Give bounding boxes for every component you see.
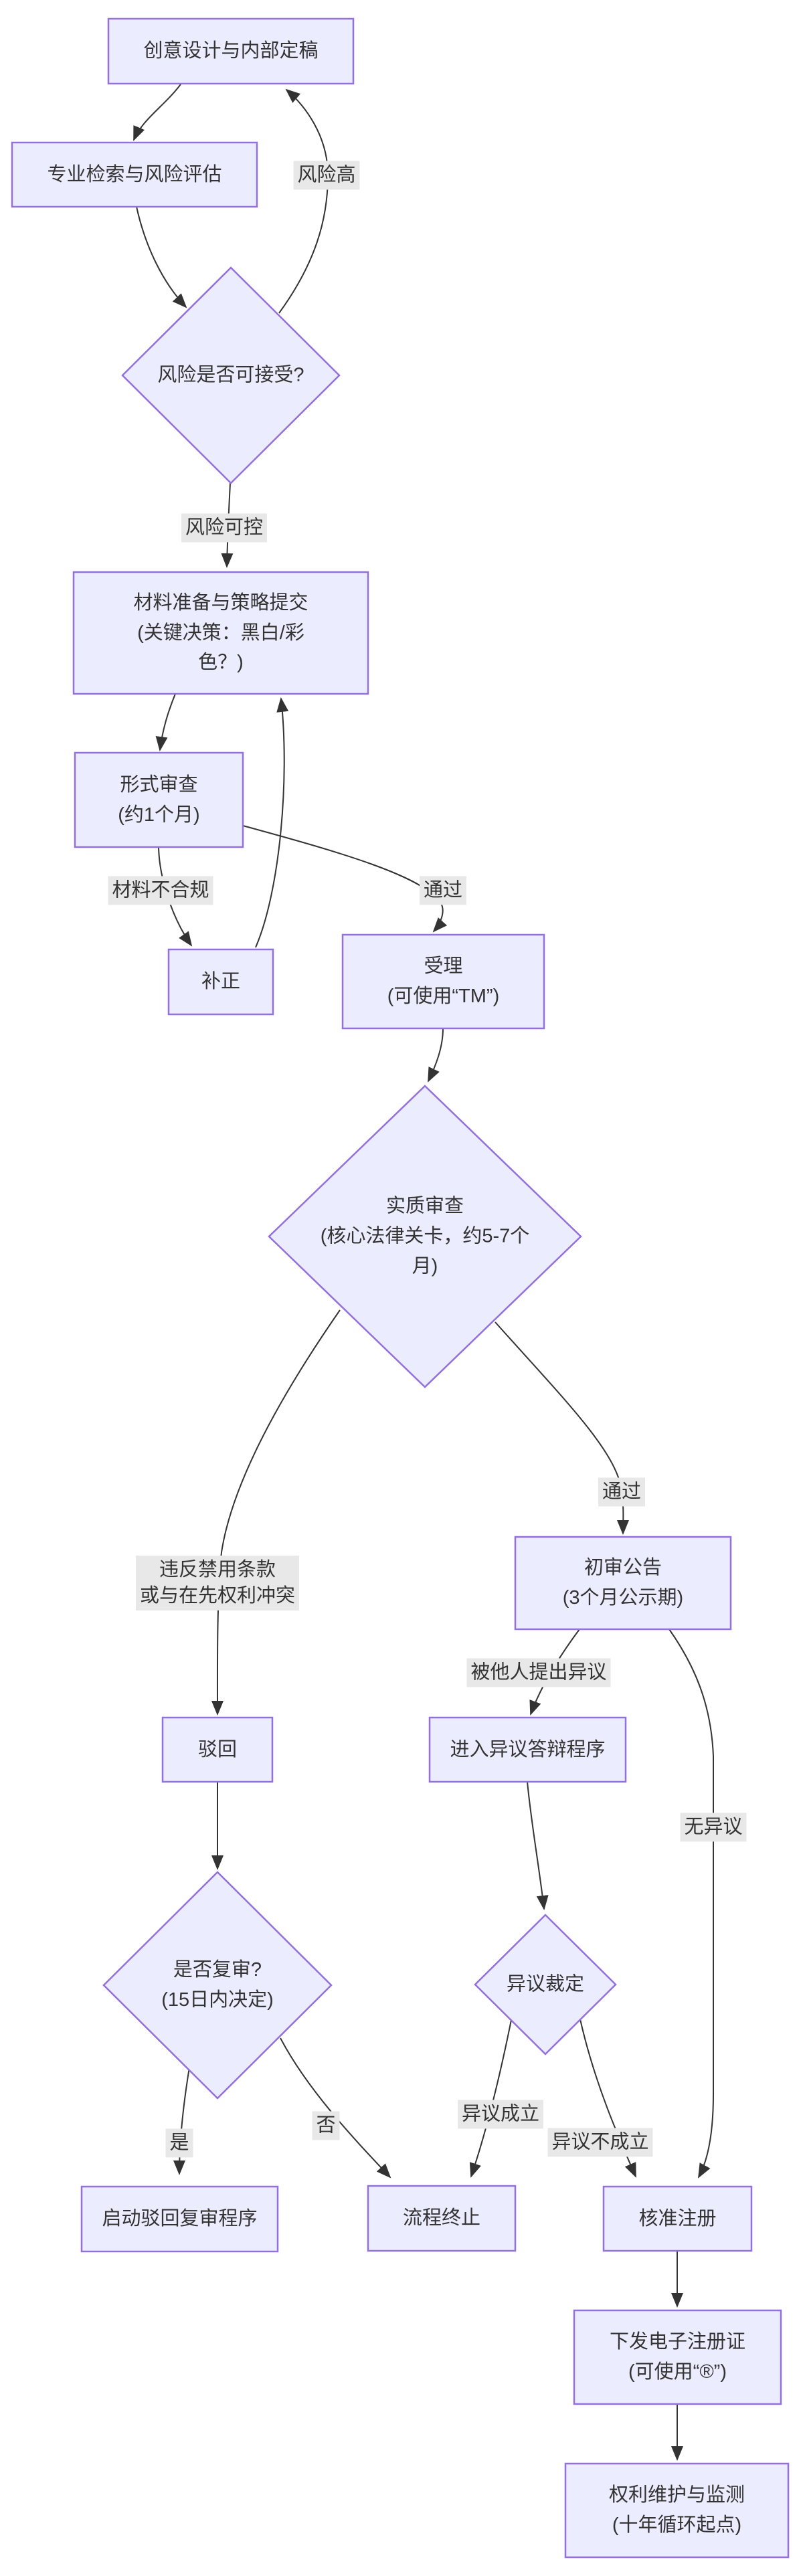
node-label: 核准注册	[638, 2207, 717, 2229]
edge-g-h	[428, 1028, 444, 1083]
node-creative-finalize: 创意设计与内部定稿	[108, 19, 353, 84]
node-shape-registration-approved	[602, 2185, 753, 2252]
node-supplement: 补正	[169, 949, 273, 1014]
node-shape-preliminary-publication	[514, 1536, 732, 1631]
edge-label-risk-ok: 风险可控	[181, 513, 268, 543]
node-shape-formal-exam	[74, 751, 244, 848]
node-rejection-review: 启动驳回复审程序	[82, 2187, 278, 2251]
node-shape-risk-acceptable	[121, 266, 341, 484]
node-shape-material-prep	[72, 571, 369, 695]
node-label: 专业检索与风险评估	[47, 163, 222, 185]
node-shape-rejection-review	[80, 2185, 279, 2253]
edge-k-m	[527, 1781, 549, 1910]
node-shape-opposition-ruling	[474, 1914, 617, 2055]
node-label: (15日内决定)	[161, 1989, 274, 2011]
node-label: (可使用“®”)	[628, 2361, 727, 2383]
edge-f-d	[255, 697, 289, 948]
node-shape-substantive-exam	[268, 1085, 582, 1388]
node-substantive-exam: 实质审查 (核心法律关卡，约5-7个 月)	[281, 1192, 569, 1282]
node-opposition-ruling: 异议裁定	[472, 1970, 619, 2000]
edge-m-p-not-upheld	[579, 2019, 636, 2178]
node-label: 驳回	[197, 1738, 237, 1760]
edge-h-j-pass	[495, 1321, 630, 1535]
edge-a-b	[133, 84, 181, 141]
node-shape-review-decision	[102, 1871, 333, 2100]
edge-d-e	[155, 693, 176, 751]
node-label: (3个月公示期)	[562, 1587, 684, 1608]
node-shape-creative-finalize	[107, 17, 355, 85]
node-shape-opposition-defense	[428, 1716, 627, 1783]
node-shapes	[11, 17, 790, 2559]
node-shape-rejection	[161, 1716, 274, 1783]
node-shape-rights-maintenance	[564, 2462, 790, 2559]
edge-e-g-pass	[242, 825, 448, 933]
node-rights-maintenance: 权利维护与监测 (十年循环起点)	[565, 2464, 788, 2557]
edge-label-line: 违反禁用条款	[159, 1558, 276, 1580]
node-label: 创意设计与内部定稿	[143, 40, 319, 62]
node-opposition-defense: 进入异议答辩程序	[430, 1718, 626, 1782]
edge-h-i-violate	[211, 1309, 341, 1716]
node-label: (十年循环起点)	[612, 2514, 742, 2536]
node-registration-approved: 核准注册	[604, 2187, 751, 2251]
edge-label-no-opposition: 无异议	[680, 1813, 747, 1842]
node-label: 启动驳回复审程序	[102, 2208, 258, 2230]
node-shape-search-risk-assess	[11, 141, 258, 208]
node-label: 下发电子注册证	[609, 2331, 745, 2353]
node-review-decision: 是否复审? (15日内决定)	[117, 1955, 318, 2015]
node-label: 初审公告	[584, 1557, 662, 1579]
node-risk-acceptable: 风险是否可接受?	[130, 361, 331, 391]
node-label: 受理	[424, 955, 463, 978]
edge-c-a-risk-high	[278, 88, 329, 314]
edge-l-o-no	[280, 2037, 391, 2179]
node-label: 月)	[412, 1255, 438, 1277]
edge-l-n-yes	[173, 2067, 190, 2175]
node-label: (可使用“TM”)	[387, 986, 500, 1007]
node-label: 材料准备与策略提交	[133, 591, 308, 614]
node-acceptance: 受理 (可使用“TM”)	[343, 935, 544, 1028]
node-shape-supplement	[167, 948, 274, 1016]
node-label: (关键决策：黑白/彩	[137, 622, 304, 644]
node-formal-exam: 形式审查 (约1个月)	[75, 753, 243, 847]
edge-m-o-upheld	[469, 2019, 512, 2178]
edge-label-upheld: 异议成立	[457, 2100, 544, 2129]
node-shape-e-certificate	[573, 2309, 782, 2405]
edge-label-yes: 是	[165, 2128, 193, 2158]
edge-label-line: 或与在先权利冲突	[139, 1585, 296, 1606]
edge-b-c	[136, 206, 187, 308]
edge-label-noncompliant: 材料不合规	[108, 876, 213, 905]
node-label: 形式审查	[120, 773, 198, 796]
node-material-prep: 材料准备与策略提交 (关键决策：黑白/彩 色？)	[74, 572, 368, 694]
node-label: 是否复审?	[173, 1959, 262, 1981]
edge-label-pass-1: 通过	[419, 876, 467, 905]
node-process-end: 流程终止	[368, 2186, 515, 2251]
node-preliminary-publication: 初审公告 (3个月公示期)	[515, 1537, 731, 1629]
node-label: 权利维护与监测	[608, 2484, 745, 2506]
edge-label-pass-2: 通过	[598, 1477, 646, 1507]
node-shape-process-end	[367, 2185, 517, 2252]
node-label: (核心法律关卡，约5-7个	[320, 1225, 530, 1247]
node-rejection: 驳回	[163, 1718, 272, 1782]
edge-label-violate: 违反禁用条款 或与在先权利冲突	[135, 1555, 300, 1611]
node-label: 流程终止	[402, 2207, 480, 2229]
edge-label-not-upheld: 异议不成立	[547, 2128, 653, 2157]
node-label: 补正	[201, 971, 240, 993]
node-label: (约1个月)	[118, 804, 200, 826]
node-e-certificate: 下发电子注册证 (可使用“®”)	[574, 2310, 781, 2404]
node-label: 色？)	[198, 652, 244, 674]
node-label: 实质审查	[385, 1195, 464, 1217]
edge-label-opposed: 被他人提出异议	[466, 1658, 611, 1687]
edge-j-p-no-opposition	[668, 1629, 714, 2179]
node-label: 异议裁定	[506, 1973, 584, 1995]
node-label: 风险是否可接受?	[157, 364, 304, 386]
node-label: 进入异议答辩程序	[450, 1738, 606, 1760]
edge-label-risk-high: 风险高	[293, 161, 360, 190]
node-shape-acceptance	[341, 933, 545, 1030]
node-search-risk-assess: 专业检索与风险评估	[12, 143, 257, 207]
edge-label-no: 否	[312, 2111, 340, 2140]
